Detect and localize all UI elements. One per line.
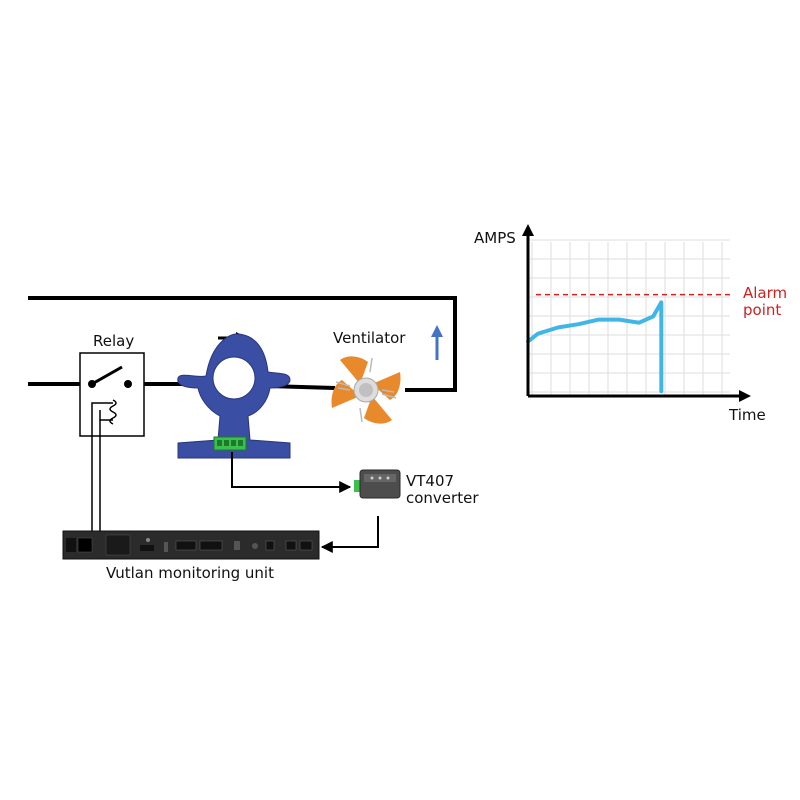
chart-ylabel: AMPS	[474, 229, 516, 247]
flow-direction-arrow-icon	[431, 325, 443, 360]
fan-icon	[331, 356, 401, 424]
current-sensor	[177, 333, 291, 459]
relay-label: Relay	[93, 332, 134, 350]
ventilator-label: Ventilator	[333, 329, 406, 347]
sensor-aperture	[212, 356, 256, 400]
x-axis-arrowhead-icon	[739, 390, 751, 402]
amps-time-chart: AMPS Time Alarm point	[474, 224, 787, 424]
alarm-label-line2: point	[743, 301, 781, 319]
monitoring-unit-device	[62, 530, 320, 560]
monitoring-unit-label: Vutlan monitoring unit	[106, 564, 274, 582]
relay-switch-arm	[91, 365, 123, 386]
sensor-to-converter-wire	[231, 452, 352, 493]
y-axis-arrowhead-icon	[522, 224, 534, 236]
converter-device	[354, 469, 401, 499]
relay-control-wires	[91, 410, 101, 531]
relay	[79, 352, 145, 437]
chart-series-line	[526, 300, 664, 394]
chart-grid	[528, 239, 730, 396]
chart-xlabel: Time	[728, 406, 766, 424]
relay-contact-right	[124, 380, 132, 388]
top-wire	[28, 296, 457, 392]
relay-box	[79, 352, 145, 437]
converter-label-line1: VT407	[406, 472, 454, 490]
alarm-label-line1: Alarm	[743, 284, 787, 302]
converter-label-line2: converter	[406, 489, 479, 507]
converter-to-unit-wire	[320, 516, 379, 553]
